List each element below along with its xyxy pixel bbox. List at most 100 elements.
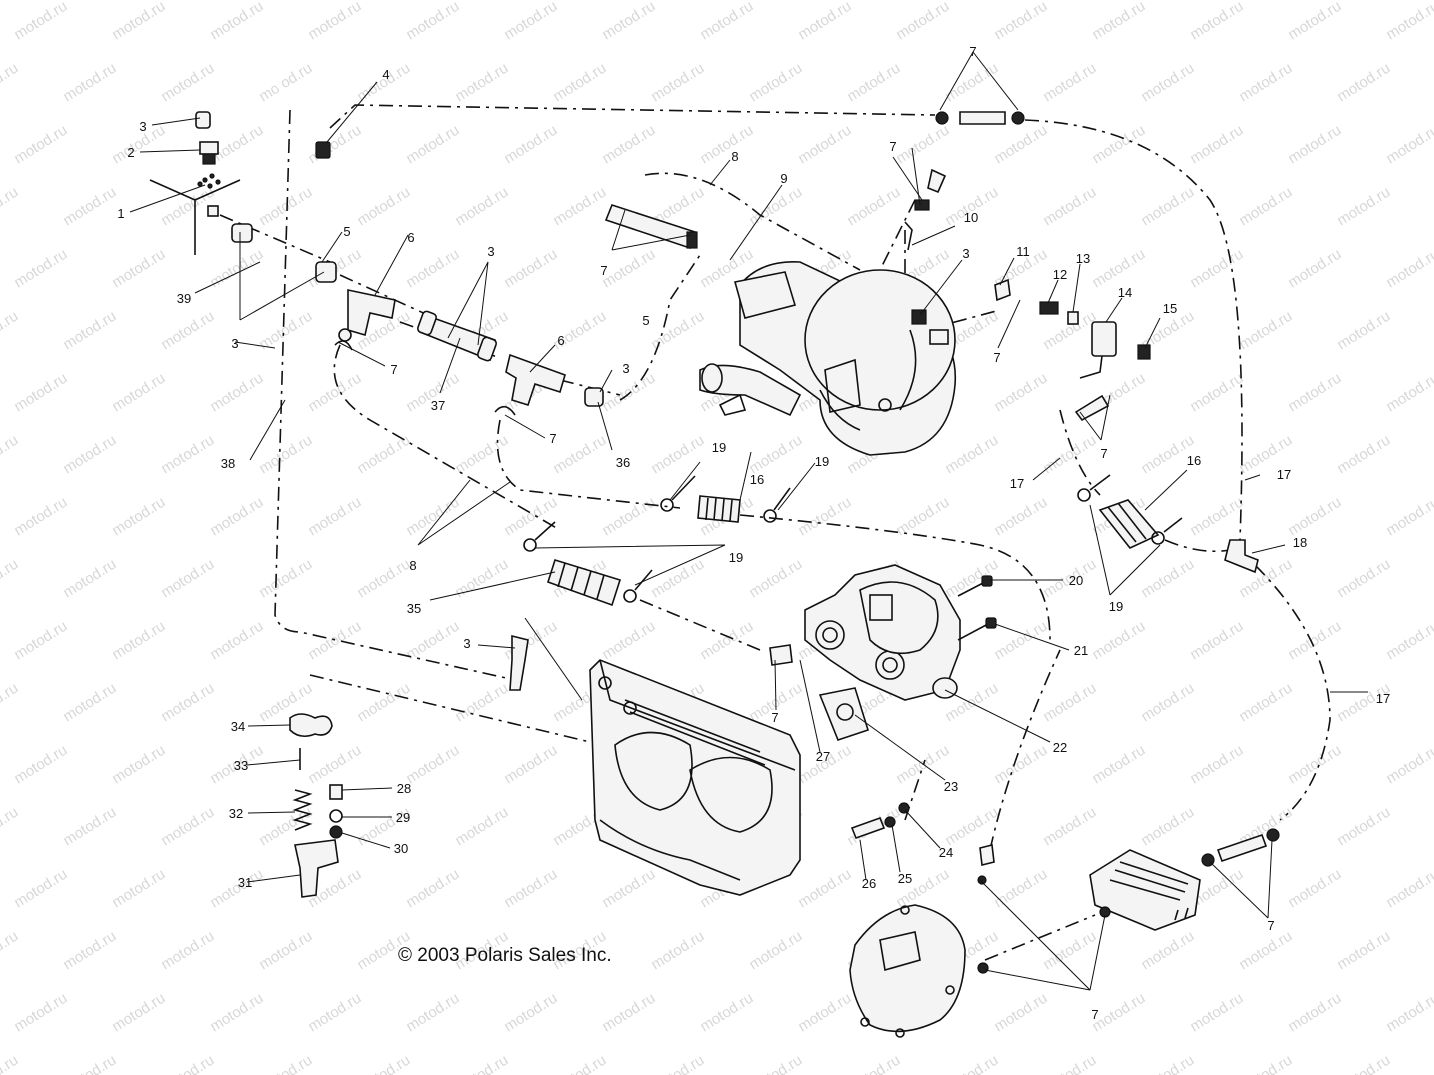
callout-7: 7	[1091, 1007, 1098, 1022]
watermark-text: motod.ru	[158, 432, 217, 478]
watermark-text: motod.ru	[1187, 0, 1246, 43]
callout-6: 6	[557, 333, 564, 348]
callout-20: 20	[1069, 573, 1083, 588]
stator-cover	[849, 904, 966, 1038]
callout-3: 3	[139, 119, 146, 134]
watermark-text: motod.ru	[1285, 0, 1344, 43]
nut-30	[329, 825, 343, 839]
callout-1: 1	[117, 206, 124, 221]
callout-32: 32	[229, 806, 243, 821]
watermark-text: motod.ru	[1236, 308, 1295, 354]
watermark-text: motod.ru	[354, 1052, 413, 1075]
spring-32	[292, 789, 313, 831]
watermark-text: motod.ru	[746, 928, 805, 974]
watermark-text: motod.ru	[403, 742, 462, 788]
watermark-text: motod.ru	[1187, 742, 1246, 788]
watermark-text: motod.ru	[11, 370, 70, 416]
watermark-text: motod.ru	[599, 990, 658, 1036]
watermark-text: motod.ru	[844, 1052, 903, 1075]
fitting-12	[1039, 301, 1059, 315]
watermark-text: motod.ru	[0, 60, 21, 106]
watermark-text: motod.ru	[60, 308, 119, 354]
pipe-37	[416, 310, 498, 362]
hose-3-block	[509, 634, 529, 691]
watermark-text: motod.ru	[0, 308, 21, 354]
callout-3: 3	[487, 244, 494, 259]
watermark-text: motod.ru	[60, 432, 119, 478]
watermark-text: motod.ru	[648, 556, 707, 602]
watermark-text: motod.ru	[452, 60, 511, 106]
watermark-text: motod.ru	[158, 804, 217, 850]
pipe-top-right	[935, 111, 1025, 125]
watermark-text: motod.ru	[1040, 60, 1099, 106]
watermark-text: motod.ru	[648, 928, 707, 974]
callout-8: 8	[731, 149, 738, 164]
watermark-text: motod.ru	[452, 680, 511, 726]
watermark-text: motod.ru	[1383, 742, 1434, 788]
watermark-text: motod.ru	[305, 990, 364, 1036]
gasket-23	[818, 687, 869, 741]
callout-29: 29	[396, 810, 410, 825]
parts	[149, 69, 1280, 1038]
callout-26: 26	[862, 876, 876, 891]
callout-17: 17	[1277, 467, 1291, 482]
watermark-text: motod.ru	[1334, 432, 1393, 478]
watermark-text: motod.ru	[452, 804, 511, 850]
watermark-text: motod.ru	[256, 556, 315, 602]
watermark-text: motod.ru	[305, 0, 364, 43]
leader-lines	[129, 51, 1368, 991]
watermark-text: motod.ru	[403, 618, 462, 664]
watermark-text: motod.ru	[207, 246, 266, 292]
watermark-text: motod.ru	[1285, 494, 1344, 540]
watermark-text: motod.ru	[158, 556, 217, 602]
watermark-text: motod.ru	[1187, 618, 1246, 664]
watermark-text: motod.ru	[697, 122, 756, 168]
callout-19: 19	[712, 440, 726, 455]
callout-17: 17	[1010, 476, 1024, 491]
watermark-text: motod.ru	[1040, 432, 1099, 478]
watermark-text: motod.ru	[599, 618, 658, 664]
watermark-text: motod.ru	[795, 122, 854, 168]
watermark-text: motod.ru	[256, 1052, 315, 1075]
watermark-text: motod.ru	[1285, 990, 1344, 1036]
watermark-text: motod.ru	[501, 494, 560, 540]
watermark-text: motod.ru	[60, 184, 119, 230]
fitting-15	[1137, 344, 1151, 360]
watermark-text: motod.ru	[1187, 246, 1246, 292]
callout-10: 10	[964, 210, 978, 225]
watermark-text: motod.ru	[354, 432, 413, 478]
watermark-text: motod.ru	[1285, 370, 1344, 416]
callout-38: 38	[221, 456, 235, 471]
watermark-text: motod.ru	[207, 618, 266, 664]
watermark-text: motod.ru	[1334, 804, 1393, 850]
bolt-20	[957, 575, 993, 597]
watermark-text: motod.ru	[11, 246, 70, 292]
watermark-text: motod.ru	[1383, 246, 1434, 292]
watermark-text: motod.ru	[991, 0, 1050, 43]
watermark-text: motod.ru	[0, 556, 21, 602]
watermark-text: motod.ru	[1138, 184, 1197, 230]
callout-19: 19	[815, 454, 829, 469]
callout-3: 3	[231, 336, 238, 351]
callout-27: 27	[816, 749, 830, 764]
watermark-text: motod.ru	[648, 1052, 707, 1075]
watermark-text: motod.ru	[354, 556, 413, 602]
tube-8-top	[604, 204, 698, 250]
watermark-text: motod.ru	[991, 866, 1050, 912]
callout-19: 19	[1109, 599, 1123, 614]
nipple-cover	[979, 844, 995, 866]
tee-fitting-6b	[505, 353, 566, 406]
watermark-text: motod.ru	[1285, 246, 1344, 292]
exhaust-chamber	[699, 261, 957, 456]
watermark-text: motod.ru	[1383, 866, 1434, 912]
bolt-21	[957, 617, 997, 641]
watermark-text: motod.ru	[746, 432, 805, 478]
watermark-text: motod.ru	[0, 680, 21, 726]
watermark-text: motod.ru	[1383, 0, 1434, 43]
watermark-text: motod.ru	[1187, 122, 1246, 168]
bolt-26	[850, 816, 886, 840]
watermark-text: motod.ru	[991, 122, 1050, 168]
callout-7: 7	[993, 350, 1000, 365]
watermark-text: motod.ru	[1334, 184, 1393, 230]
watermark-text: motod.ru	[305, 494, 364, 540]
